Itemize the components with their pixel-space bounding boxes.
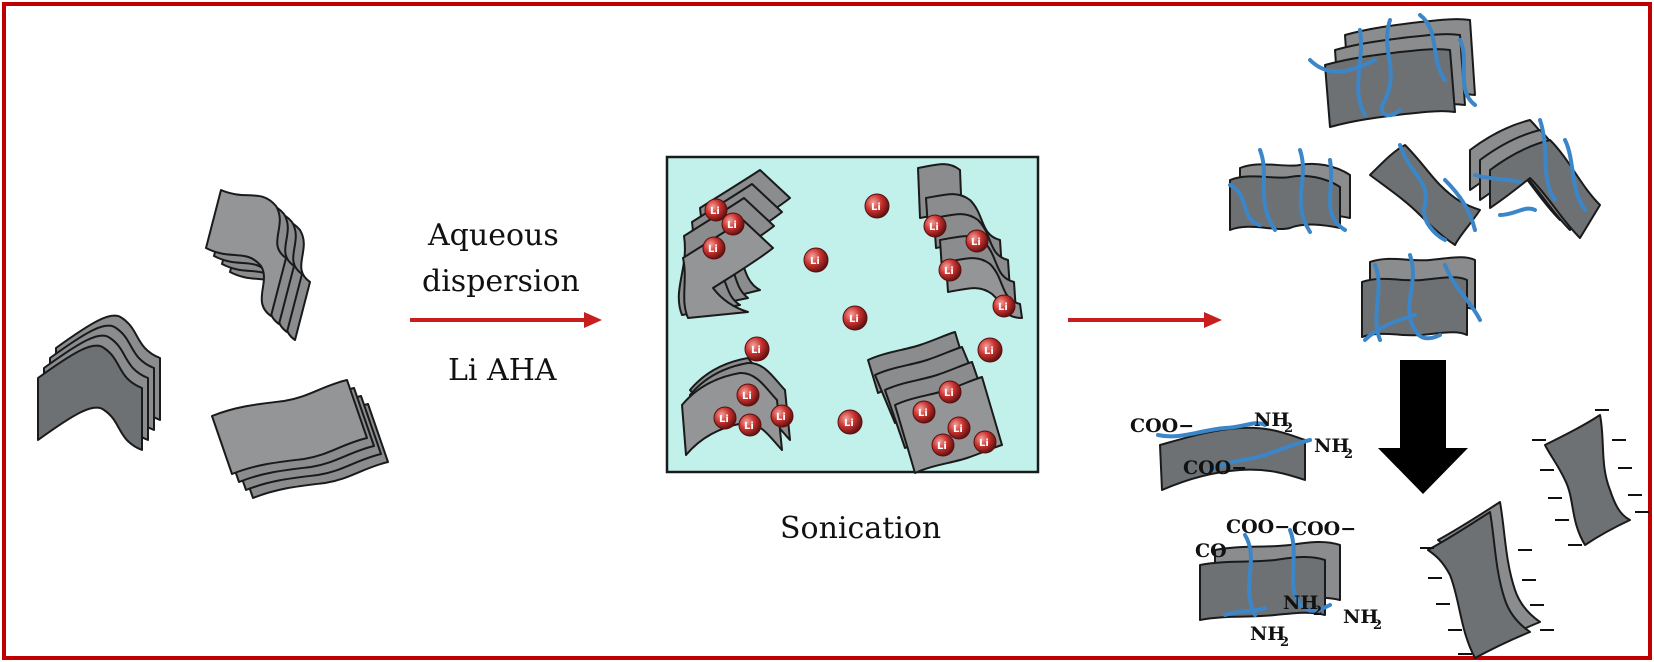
li-ion: Li bbox=[947, 416, 971, 440]
li-ion: Li bbox=[973, 430, 997, 454]
svg-text:Li: Li bbox=[719, 414, 729, 425]
amine-label: NH bbox=[1343, 606, 1378, 628]
li-ion: Li bbox=[713, 406, 737, 430]
li-ion: Li bbox=[770, 404, 794, 428]
lithium-ions: Li Li Li Li Li Li Li Li Li Li Li Li Li L… bbox=[702, 193, 1016, 457]
svg-text:Li: Li bbox=[708, 244, 718, 255]
wrapped-stack-right bbox=[1469, 118, 1601, 239]
amine-label: NH bbox=[1283, 592, 1318, 614]
svg-text:Li: Li bbox=[727, 220, 737, 231]
li-ion: Li bbox=[736, 383, 760, 407]
li-ion: Li bbox=[842, 305, 868, 331]
charged-sheet-upper bbox=[1532, 409, 1649, 546]
svg-text:Li: Li bbox=[971, 237, 981, 248]
functionalized-sheet-2: CO COO− COO− NH 2 NH 2 NH 2 bbox=[1195, 516, 1382, 650]
wrapped-stack-top bbox=[1308, 13, 1477, 128]
li-ion: Li bbox=[702, 236, 726, 260]
label-aqueous: Aqueous bbox=[427, 218, 559, 253]
amine-subscript: 2 bbox=[1280, 635, 1289, 650]
carboxylate-label: COO− bbox=[1183, 457, 1247, 479]
stacked-sheets-left bbox=[37, 189, 389, 499]
li-ion: Li bbox=[721, 212, 745, 236]
li-ion: Li bbox=[837, 409, 863, 435]
svg-text:Li: Li bbox=[849, 314, 859, 325]
carboxylate-label-clipped: CO bbox=[1195, 540, 1227, 562]
amine-label: NH bbox=[1254, 409, 1289, 431]
amine-subscript: 2 bbox=[1313, 604, 1322, 619]
label-reagent: Li AHA bbox=[448, 353, 557, 388]
wrapped-stack-lower bbox=[1361, 253, 1482, 342]
li-ion: Li bbox=[992, 294, 1016, 318]
polymer-wrapped-sheets bbox=[1228, 13, 1601, 342]
down-arrow bbox=[1378, 360, 1468, 494]
carboxylate-label: COO− bbox=[1226, 516, 1290, 538]
li-ion: Li bbox=[704, 198, 728, 222]
svg-text:Li: Li bbox=[998, 302, 1008, 313]
li-ion: Li bbox=[744, 336, 770, 362]
sheet-stack-2 bbox=[205, 189, 311, 341]
svg-text:Li: Li bbox=[918, 408, 928, 419]
svg-text:Li: Li bbox=[742, 391, 752, 402]
li-ion: Li bbox=[803, 247, 829, 273]
amine-subscript: 2 bbox=[1344, 447, 1353, 462]
amine-label: NH bbox=[1250, 623, 1285, 645]
svg-text:Li: Li bbox=[984, 346, 994, 357]
charged-sheet-lower bbox=[1420, 501, 1554, 659]
svg-text:Li: Li bbox=[744, 421, 754, 432]
wrapped-sheet-center bbox=[1369, 143, 1481, 246]
wrapped-stack-left bbox=[1228, 148, 1351, 234]
arrow-sonication bbox=[1068, 312, 1222, 328]
sheet-stack-1 bbox=[37, 314, 161, 451]
li-ion: Li bbox=[912, 400, 936, 424]
carboxylate-label: COO− bbox=[1130, 415, 1194, 437]
svg-text:Li: Li bbox=[710, 206, 720, 217]
li-ion: Li bbox=[965, 229, 989, 253]
svg-text:Li: Li bbox=[937, 441, 947, 452]
amine-subscript: 2 bbox=[1373, 618, 1382, 633]
li-ion: Li bbox=[923, 214, 947, 238]
li-ion: Li bbox=[931, 433, 955, 457]
svg-text:Li: Li bbox=[871, 202, 881, 213]
functionalized-sheet-1: COO− COO− NH 2 NH 2 bbox=[1130, 409, 1353, 491]
label-sonication: Sonication bbox=[780, 511, 941, 546]
svg-text:Li: Li bbox=[776, 412, 786, 423]
svg-text:Li: Li bbox=[929, 222, 939, 233]
svg-text:Li: Li bbox=[944, 388, 954, 399]
svg-text:Li: Li bbox=[953, 424, 963, 435]
svg-text:Li: Li bbox=[979, 438, 989, 449]
li-ion: Li bbox=[864, 193, 890, 219]
li-ion: Li bbox=[977, 337, 1003, 363]
sheet-stack-3 bbox=[211, 379, 389, 499]
carboxylate-label: COO− bbox=[1292, 518, 1356, 540]
amine-subscript: 2 bbox=[1284, 421, 1293, 436]
li-ion: Li bbox=[938, 380, 962, 404]
svg-text:Li: Li bbox=[844, 418, 854, 429]
svg-text:Li: Li bbox=[751, 345, 761, 356]
svg-text:Li: Li bbox=[810, 256, 820, 267]
label-dispersion: dispersion bbox=[422, 264, 580, 299]
svg-text:Li: Li bbox=[944, 266, 954, 277]
li-ion: Li bbox=[938, 258, 962, 282]
amine-label: NH bbox=[1314, 435, 1349, 457]
arrow-aqueous-dispersion bbox=[410, 312, 602, 328]
li-ion: Li bbox=[738, 413, 762, 437]
